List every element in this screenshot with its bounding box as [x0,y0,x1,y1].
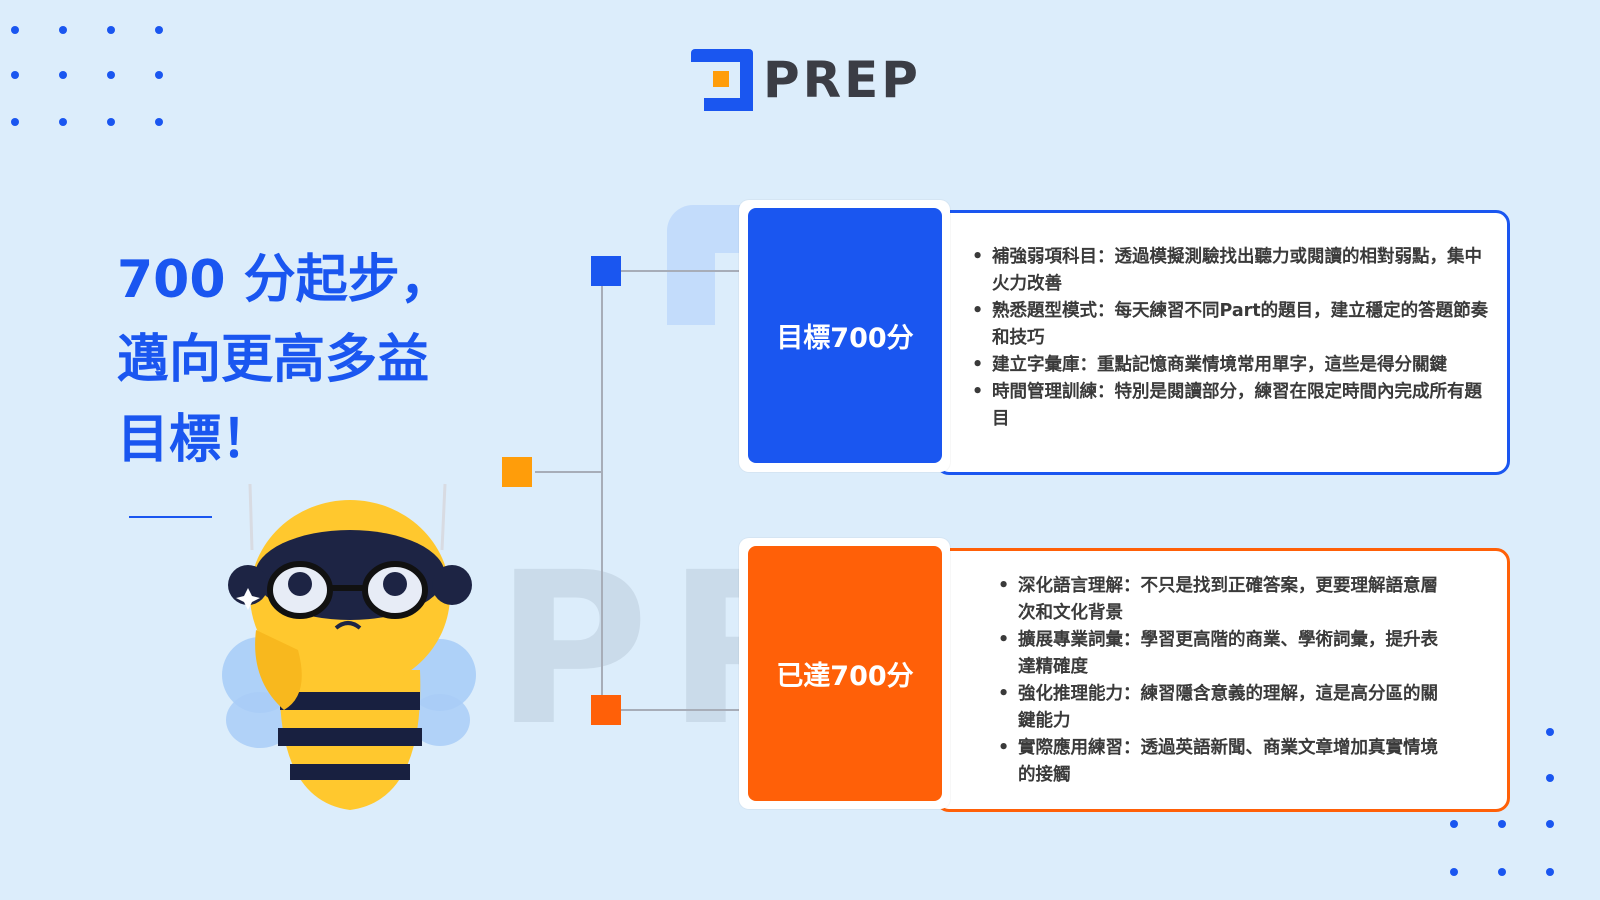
connector-bottom [617,709,740,711]
list-item: 擴展專業詞彙：學習更高階的商業、學術詞彙，提升表達精確度 [998,627,1447,681]
connector-top [617,270,740,272]
connector-middle [535,471,602,473]
dot-grid-bottom-right [1450,728,1560,878]
list-item: 強化推理能力：練習隱含意義的理解，這是高分區的關鍵能力 [998,681,1447,735]
marker-square-bottom [591,695,621,725]
connector-vertical [601,282,603,710]
list-item: 補強弱項科目：透過模擬測驗找出聽力或閱讀的相對弱點，集中火力改善 [972,244,1493,298]
list-item: 建立字彙庫：重點記憶商業情境常用單字，這些是得分關鍵 [972,352,1493,379]
list-item: 時間管理訓練：特別是閱讀部分，練習在限定時間內完成所有題目 [972,379,1493,433]
bee-mascot-illustration [222,483,476,810]
list-item: 熟悉題型模式：每天練習不同Part的題目，建立穩定的答題節奏和技巧 [972,298,1493,352]
marker-square-top [591,256,621,286]
card-700-achieved-content: 深化語言理解：不只是找到正確答案，更要理解語意層次和文化背景 擴展專業詞彙：學習… [935,548,1510,812]
divider [129,516,212,518]
list-item: 實際應用練習：透過英語新聞、商業文章增加真實情境的接觸 [998,735,1447,789]
card-700-achieved-label: 已達700分 [748,546,942,801]
headline-line-3: 目標！ [117,410,274,470]
headline-line-1: 700 分起步， [117,250,452,310]
brand-name: PREP [763,51,921,109]
headline-line-2: 邁向更高多益 [117,330,430,390]
marker-square-middle [502,457,532,487]
prep-logo: PREP [691,49,921,111]
headline: 700 分起步， 邁向更高多益 目標！ [117,240,517,480]
list-item: 深化語言理解：不只是找到正確答案，更要理解語意層次和文化背景 [998,573,1447,627]
prep-logo-icon [691,49,753,111]
card-700-target-label: 目標700分 [748,208,942,463]
dot-grid-top-left [11,26,171,130]
card-700-target-content: 補強弱項科目：透過模擬測驗找出聽力或閱讀的相對弱點，集中火力改善 熟悉題型模式：… [935,210,1510,475]
